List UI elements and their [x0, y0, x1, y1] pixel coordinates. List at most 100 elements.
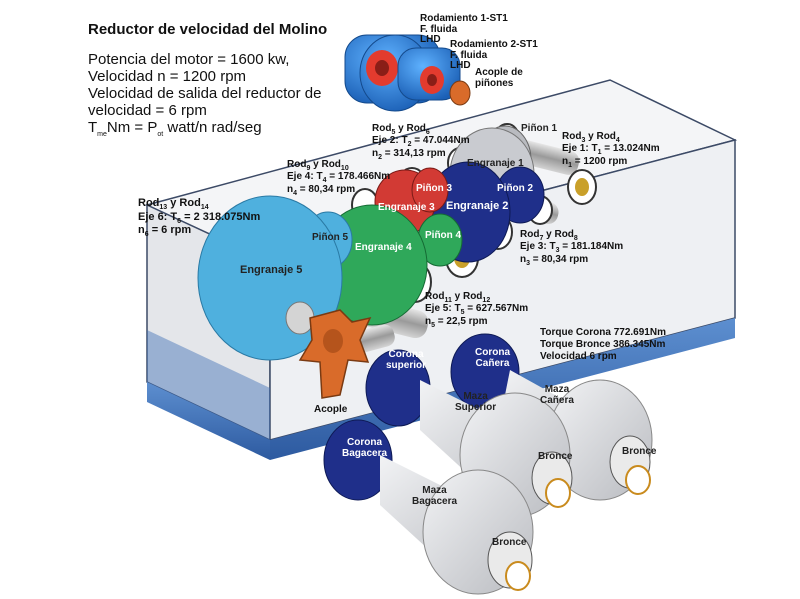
label-line: Maza: [463, 391, 488, 402]
spec-line-1: Potencia del motor = 1600 kw,: [88, 51, 290, 68]
label-eje-1: Rod3 y Rod4 Eje 1: T1 = 13.024Nm n1 = 12…: [562, 131, 660, 169]
t: = 80,34 rpm: [297, 183, 356, 195]
label-corona-superior: Corona superior: [386, 349, 426, 371]
formula-sub: me: [97, 131, 107, 138]
t: = 178.466Nm: [326, 171, 391, 183]
label-acople: Acople: [314, 404, 348, 415]
t: n: [138, 224, 145, 237]
t: Rod: [138, 197, 160, 209]
t: n: [562, 155, 569, 167]
mill-rolls: [323, 333, 653, 595]
torque-bronce: Torque Bronce 386.345Nm: [540, 339, 666, 350]
t: 9: [306, 165, 311, 172]
t: 6: [177, 217, 182, 225]
label-engranaje-2: Engranaje 2: [446, 200, 509, 212]
spec-line-2: Velocidad n = 1200 rpm: [88, 68, 247, 85]
label-engranaje-4: Engranaje 4: [355, 242, 412, 253]
label-pinon-2: Piñon 2: [497, 183, 534, 194]
t: y Rod: [395, 123, 426, 134]
label-line: Bagacera: [342, 447, 388, 459]
bearing-1-center: [375, 60, 389, 76]
bronze-superior-ring: [545, 478, 571, 508]
t: y Rod: [167, 197, 201, 209]
crown-bagacera: [323, 419, 393, 501]
housing-base-shade: [147, 330, 270, 440]
label-maza-bagacera: Maza Bagacera: [412, 485, 458, 507]
t: = 13.024Nm: [601, 143, 660, 155]
diagram-title: Reductor de velocidad del Molino: [88, 21, 328, 38]
t: Eje 6: T: [138, 210, 178, 223]
label-line: Bagacera: [412, 495, 458, 507]
speed-line: n4 = 80,34 rpm: [287, 183, 390, 197]
coupling: [298, 309, 372, 399]
speed-line: n1 = 1200 rpm: [562, 155, 660, 169]
bearing-2-center: [427, 74, 437, 86]
t: 14: [200, 204, 209, 212]
t: Eje 1: T: [562, 143, 598, 155]
label-eje-3: Rod7 y Rod8 Eje 3: T3 = 181.184Nm n3 = 8…: [520, 229, 623, 267]
label-corona-bagacera: Corona Bagacera: [342, 437, 388, 459]
t: Rod: [372, 123, 392, 134]
label-line: Acople de: [475, 67, 523, 78]
t: Rod: [520, 229, 540, 240]
rods-line: Rod3 y Rod4: [562, 131, 660, 144]
label-line: Corona: [388, 349, 424, 360]
rods-line: Rod5 y Rod6: [372, 123, 470, 136]
t: 6: [425, 129, 430, 136]
t: 3: [581, 137, 586, 144]
t: 7: [539, 235, 544, 242]
formula-part: T: [88, 119, 98, 136]
t: 5: [460, 309, 465, 317]
label-rodamiento-2: Rodamiento 2-ST1 F. fluida LHD: [450, 39, 538, 72]
label-maza-superior: Maza Superior: [455, 391, 497, 413]
t: 2: [378, 153, 383, 161]
t: 3: [555, 247, 560, 255]
torque-line: Eje 1: T1 = 13.024Nm: [562, 143, 660, 157]
rods-line: Rod7 y Rod8: [520, 229, 623, 242]
t: 4: [615, 137, 620, 144]
bronze-bagacera-ring: [505, 561, 531, 591]
label-bronce-canera: Bronce: [622, 446, 657, 457]
label-eje-5: Rod11 y Rod12 Eje 5: T5 = 627.567Nm n5 =…: [425, 291, 528, 329]
t: 3: [526, 259, 531, 267]
t: = 80,34 rpm: [530, 253, 589, 265]
t: 5: [431, 321, 436, 329]
label-line: piñones: [475, 77, 514, 89]
speed-line: n5 = 22,5 rpm: [425, 315, 528, 329]
rods-line: Rod13 y Rod14: [138, 197, 260, 212]
label-line: Superior: [455, 401, 497, 413]
label-pinon-1: Piñon 1: [521, 123, 558, 134]
label-engranaje-1: Engranaje 1: [467, 158, 524, 169]
t: Rod: [425, 291, 445, 302]
t: y Rod: [543, 229, 574, 240]
label-pinon-3: Piñon 3: [416, 183, 453, 194]
torque-line: Eje 5: T5 = 627.567Nm: [425, 304, 528, 317]
label-pinon-5: Piñon 5: [312, 232, 349, 243]
speed-line: n3 = 80,34 rpm: [520, 253, 623, 267]
label-eje-4: Rod9 y Rod10 Eje 4: T4 = 178.466Nm n4 = …: [287, 159, 391, 197]
label-rodamiento-1: Rodamiento 1-ST1 F. fluida LHD: [420, 13, 508, 46]
spec-formula: TmeNm = Pot watt/n rad/seg: [88, 119, 262, 139]
bronze-canera-ring: [625, 465, 651, 495]
rods-line: Rod11 y Rod12: [425, 291, 528, 304]
t: = 22,5 rpm: [435, 315, 488, 327]
t: n: [425, 315, 432, 327]
torque-corona: Torque Corona 772.691Nm: [540, 327, 666, 338]
pinion-3: [411, 167, 449, 213]
label-line: Rodamiento 2-ST1: [450, 39, 538, 50]
housing-base-side: [147, 382, 270, 460]
label-line: Maza: [422, 485, 447, 496]
label-eje-6: Rod13 y Rod14 Eje 6: T6 = 2 318.075Nm n6…: [138, 197, 260, 239]
label-bronce-superior: Bronce: [538, 451, 573, 462]
torque-line: Eje 2: T2 = 47.044Nm: [372, 135, 470, 149]
speed-line: n6 = 6 rpm: [138, 224, 260, 239]
speed-line: n2 = 314,13 rpm: [372, 148, 470, 161]
label-pinon-4: Piñon 4: [425, 230, 462, 241]
label-line: Cañera: [540, 394, 574, 406]
torque-line: Eje 6: T6 = 2 318.075Nm: [138, 210, 260, 226]
t: Rod: [562, 131, 582, 142]
label-line: Rodamiento 1-ST1: [420, 13, 508, 24]
t: 1: [568, 161, 573, 169]
t: Rod: [287, 159, 307, 170]
t: Eje 2: T: [372, 135, 408, 147]
